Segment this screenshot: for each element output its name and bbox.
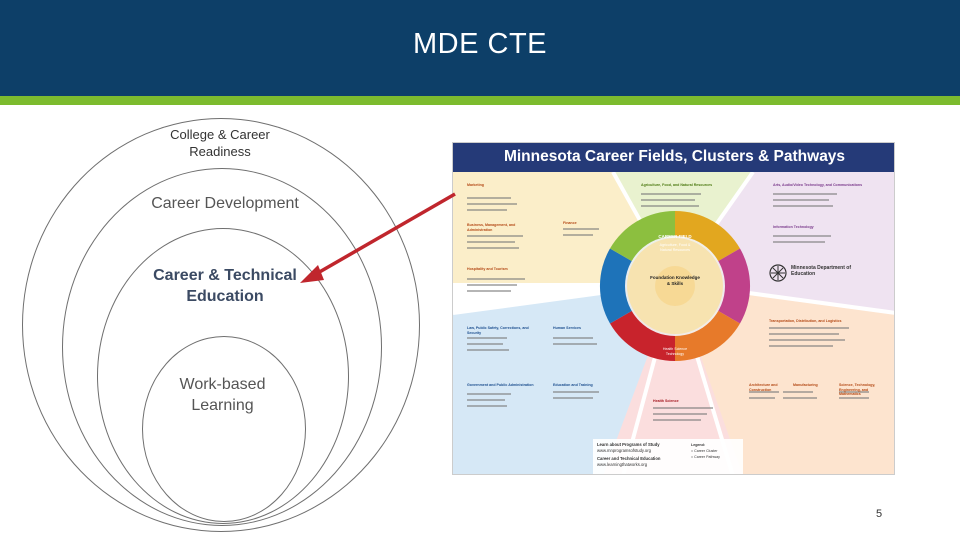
- header-bar: MDE CTE: [0, 0, 960, 96]
- circle-college-career-readiness: [22, 118, 420, 532]
- poster-section-heading: Law, Public Safety, Corrections, and Sec…: [467, 326, 529, 335]
- college-career-readiness-label: College & Career Readiness: [170, 127, 270, 159]
- poster-legend: = Career Pathway: [691, 455, 720, 459]
- poster-field-label: Agriculture, Food & Natural Resources: [659, 243, 691, 252]
- poster-field-label: Health Science Technology: [662, 347, 688, 356]
- poster-section-heading: Business, Management, and Administration: [467, 223, 516, 232]
- circle-work-based-learning: [142, 336, 306, 522]
- poster-footer-line: www.mnprogramsofstudy.org: [597, 448, 651, 453]
- poster-title-bar: [453, 143, 894, 172]
- career-technical-education-label: Career & Technical Education: [153, 267, 297, 305]
- slide-number: 5: [876, 508, 883, 520]
- poster-section-heading: Architecture and Construction: [749, 383, 778, 392]
- poster-section-heading: Government and Public Administration: [467, 383, 534, 387]
- poster-legend: Legend:: [691, 443, 705, 447]
- poster-section-heading: Manufacturing: [793, 383, 818, 387]
- poster-section-heading: Human Services: [553, 326, 581, 330]
- poster-section-heading: Information Technology: [773, 225, 814, 229]
- poster-section-heading: Health Science: [653, 399, 679, 403]
- work-based-learning-label: Work-based Learning: [179, 376, 266, 414]
- poster-section-heading: Science, Technology, Engineering, and Ma…: [839, 383, 876, 396]
- circle-career-technical-education: [97, 228, 349, 524]
- poster-footer-line: www.learningthatworks.org: [597, 462, 648, 467]
- poster-legend: = Career Cluster: [691, 449, 718, 453]
- poster-section-heading: Marketing: [467, 183, 484, 187]
- accent-bar: [0, 96, 960, 105]
- career-fields-poster: Minnesota Career Fields, Clusters & Path…: [452, 142, 895, 475]
- poster-footer-line: Career and Technical Education: [597, 456, 661, 461]
- poster-center-label: Foundation Knowledge & Skills: [650, 275, 700, 286]
- poster-section-heading: Hospitality and Tourism: [467, 267, 508, 271]
- slide-title: MDE CTE: [413, 28, 547, 60]
- poster-section-heading: Finance: [563, 221, 577, 225]
- poster-section-heading: Transportation, Distribution, and Logist…: [769, 319, 842, 323]
- poster-background: [453, 170, 894, 474]
- poster-section-heading: Agriculture, Food, and Natural Resources: [641, 183, 713, 187]
- mde-logo-mark: [769, 264, 787, 282]
- poster-section-heading: Education and Training: [553, 383, 593, 387]
- poster-section-heading: Arts, Audio/Video Technology, and Commun…: [773, 183, 863, 187]
- poster-ring-label: CAREER FIELD: [658, 234, 692, 239]
- career-development-label: Career Development: [151, 195, 299, 212]
- poster-footer-line: Learn about Programs of Study: [597, 442, 660, 447]
- circle-career-development: [62, 168, 382, 526]
- poster-title: Minnesota Career Fields, Clusters & Path…: [503, 148, 846, 165]
- poster-logo-text: Minnesota Department of Education: [791, 265, 852, 277]
